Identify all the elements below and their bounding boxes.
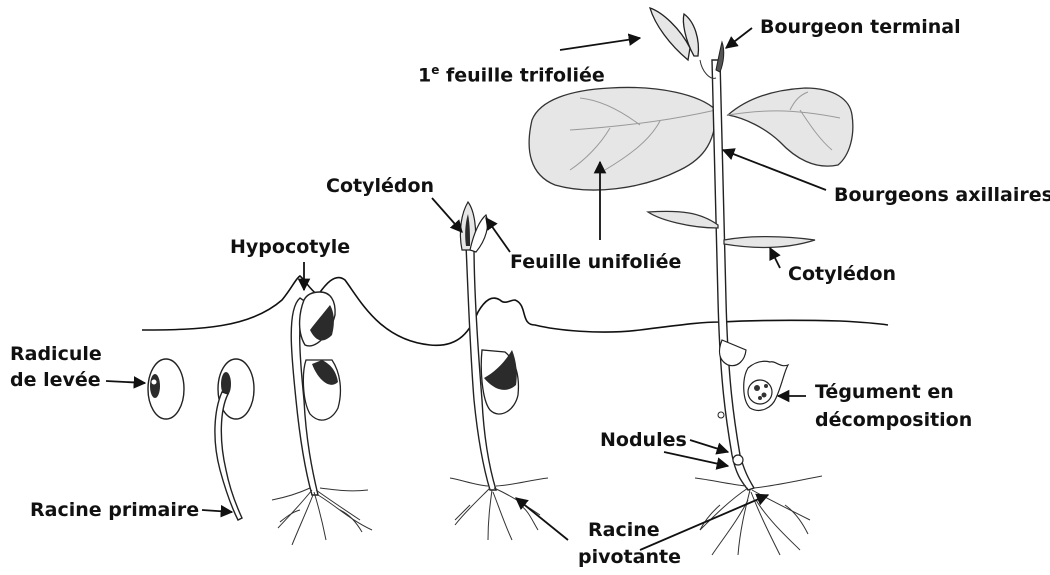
label-hypocotyle: Hypocotyle (230, 235, 350, 259)
roots-stage-5 (695, 476, 822, 555)
arrow-racine-pivotante-left (516, 498, 568, 540)
arrow-cotyledon-top (432, 198, 462, 232)
arrow-trifoliee (560, 38, 640, 50)
label-racine-pivotante-1: Racine (588, 518, 660, 542)
seed-stage-2 (215, 359, 254, 520)
arrow-bourgeon-terminal (726, 28, 752, 48)
seedling-stage-3 (272, 292, 372, 545)
seed-stage-1 (148, 359, 184, 419)
label-racine-pivotante-2: pivotante (578, 545, 681, 569)
arrow-nodules-1 (690, 440, 728, 452)
arrow-racine-primaire (202, 510, 232, 512)
arrow-feuille-unifoliee-left (486, 218, 510, 252)
arrow-cotyledon-right (770, 248, 780, 268)
label-radicule-2: de levée (10, 368, 101, 392)
label-racine-primaire: Racine primaire (30, 498, 199, 522)
label-feuille-unifoliee: Feuille unifoliée (510, 250, 681, 274)
label-bourgeon-terminal: Bourgeon terminal (760, 15, 961, 39)
arrow-radicule (106, 381, 145, 383)
roots-stage-4 (450, 478, 548, 540)
label-tegument-1: Tégument en (815, 380, 954, 404)
label-nodules: Nodules (600, 428, 687, 452)
label-radicule-1: Radicule (10, 342, 102, 366)
label-trifoliee-text: feuille trifoliée (439, 64, 604, 86)
arrow-nodules-2 (664, 452, 728, 466)
label-trifoliee-number: 1 (418, 64, 431, 86)
label-cotyledon-right: Cotylédon (788, 262, 896, 286)
label-cotyledon-top: Cotylédon (326, 174, 434, 198)
label-bourgeons-axillaires: Bourgeons axillaires (834, 183, 1050, 207)
label-trifoliee: 1e feuille trifoliée (418, 58, 605, 87)
soil-line (142, 276, 888, 345)
roots-stage-3 (272, 488, 372, 545)
label-tegument-2: décomposition (815, 408, 972, 432)
